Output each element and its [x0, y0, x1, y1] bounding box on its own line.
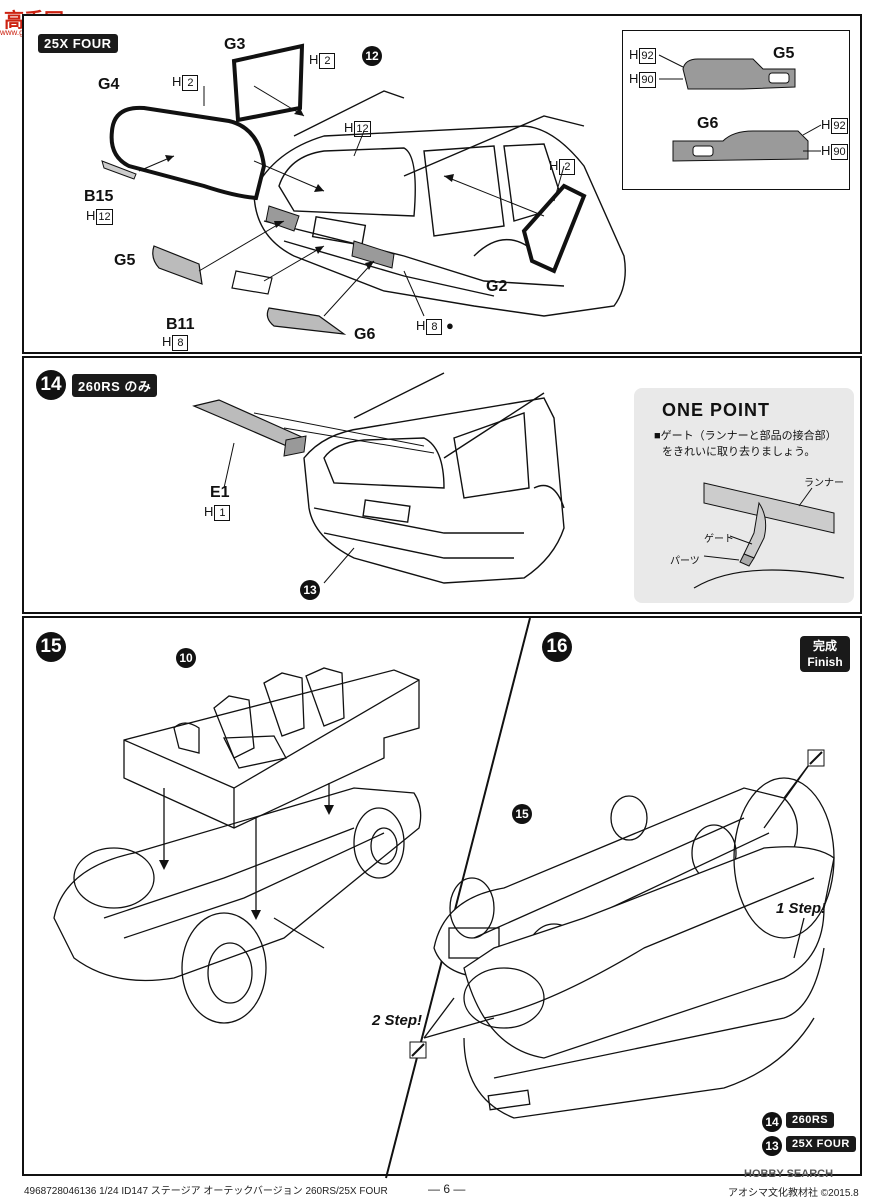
variant-260rs-step-badge: 14 [762, 1112, 782, 1132]
inset-label-g5: G5 [773, 45, 795, 62]
one-point-line-2: をきれいに取り去りましょう。 [662, 446, 816, 458]
one-point-gate-diagram [693, 482, 845, 589]
glue-icon: ● [446, 318, 454, 333]
part-label-g3: G3 [224, 36, 246, 53]
part-label-b15: B15 [84, 188, 114, 205]
one-point-line-1: ■ゲート（ランナーと部品の接合部） [654, 430, 837, 442]
panel-divider [385, 617, 531, 1179]
ref-step-13-badge: 13 [300, 580, 320, 600]
footer-page-number: — 6 — [428, 1182, 466, 1196]
ref-step-12-badge: 12 [362, 46, 382, 66]
screwdriver-icon-top [807, 749, 825, 767]
one-point-box: ONE POINT ■ゲート（ランナーと部品の接合部） をきれいに取り去りましょ… [634, 388, 854, 603]
ref-step-15-badge: 15 [512, 804, 532, 824]
step-2-label: 2 Step! [372, 1012, 423, 1029]
step-14-car-illustration [192, 372, 565, 584]
inset-label-g6: G6 [697, 115, 719, 132]
finish-badge: 完成 Finish [800, 636, 850, 672]
finish-label-en: Finish [807, 655, 843, 669]
part-label-g2: G2 [486, 278, 508, 295]
footer-product-info: 4968728046136 1/24 ID147 ステージア オーテックバージョ… [24, 1186, 388, 1197]
part-label-e1: E1 [210, 484, 230, 501]
step-1-label: 1 Step! [776, 900, 827, 917]
step-14-variant-tag: 260RS のみ [72, 374, 158, 397]
part-label-g4: G4 [98, 76, 120, 93]
one-point-part-label: パーツ [670, 556, 700, 567]
step-13-variant-tag: 25X FOUR [38, 34, 118, 53]
step-15-number: 15 [36, 632, 66, 662]
step-13-panel: 25X FOUR [22, 14, 862, 354]
step-15-16-panel: 15 10 [22, 616, 862, 1179]
inset-lamps-illustration [658, 54, 822, 162]
one-point-title: ONE POINT [662, 400, 771, 420]
footer-site-logo: HOBBY SEARCH [744, 1168, 834, 1180]
step-16-number: 16 [542, 632, 572, 662]
screwdriver-icon-bottom [409, 1041, 427, 1059]
step-16-assembly-illustration [409, 749, 835, 1119]
variant-260rs-tag: 260RS [786, 1112, 835, 1128]
step-14-number: 14 [36, 370, 66, 400]
variant-25x-tag: 25X FOUR [786, 1136, 856, 1152]
step-15-interior-chassis-illustration [53, 667, 422, 1024]
footer-copyright: アオシマ文化教材社 ©2015.8 [728, 1188, 859, 1199]
part-label-g6: G6 [354, 326, 376, 343]
part-label-g5: G5 [114, 252, 136, 269]
finish-label-ja: 完成 [812, 639, 837, 653]
step-13-car-illustration [101, 43, 626, 335]
one-point-runner-label: ランナー [804, 478, 844, 489]
variant-25x-step-badge: 13 [762, 1136, 782, 1156]
one-point-gate-label: ゲート [704, 534, 734, 545]
ref-step-10-badge: 10 [176, 648, 196, 668]
part-label-b11: B11 [166, 316, 195, 333]
